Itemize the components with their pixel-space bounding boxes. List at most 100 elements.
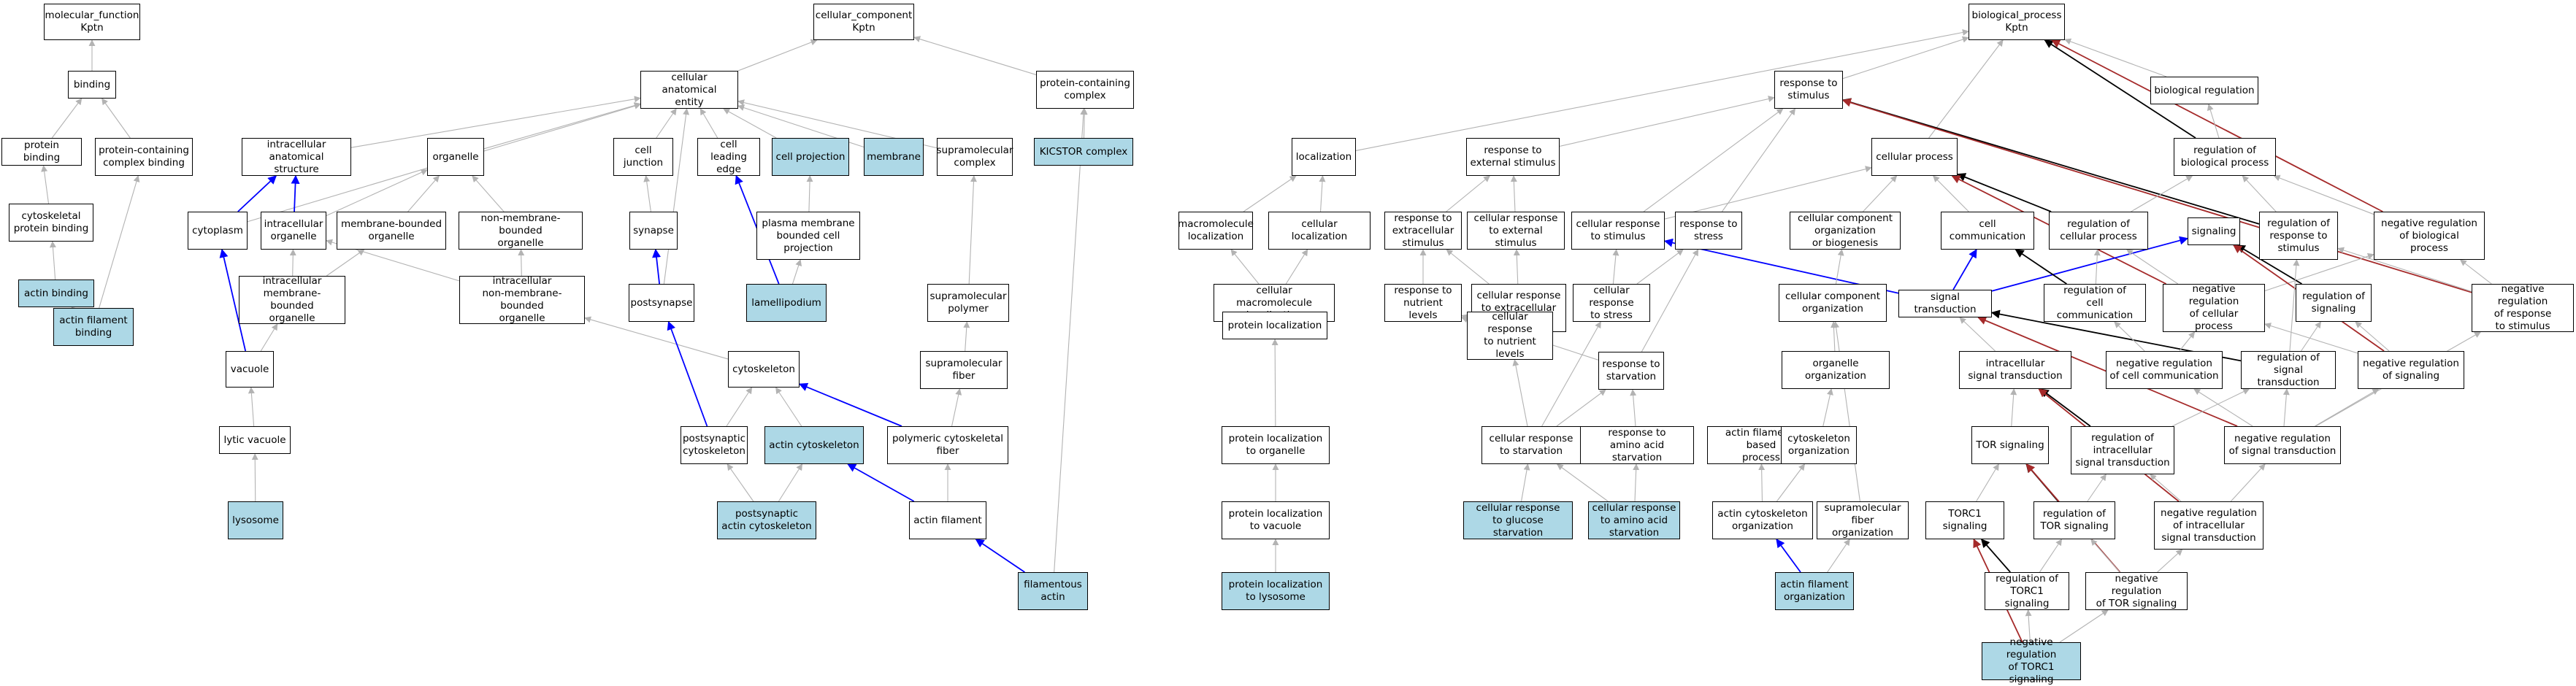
node-protein-localization-lysosome[interactable]: protein localization to lysosome <box>1222 572 1330 610</box>
node-postsynapse[interactable]: postsynapse <box>629 284 694 322</box>
edge-actin-filament-binding-to-pc-complex-binding <box>99 176 139 308</box>
node-protein-localization[interactable]: protein localization <box>1222 312 1327 339</box>
node-cr-aa-starvation[interactable]: cellular response to amino acid starvati… <box>1588 501 1680 539</box>
node-neg-reg-bp[interactable]: negative regulation of biological proces… <box>2374 212 2485 260</box>
node-cc-kptn[interactable]: cellular_component Kptn <box>813 4 914 40</box>
node-response-stress[interactable]: response to stress <box>1675 212 1742 250</box>
node-cr-nutrient-levels[interactable]: cellular response to nutrient levels <box>1467 312 1553 360</box>
node-actin-binding[interactable]: actin binding <box>18 280 94 307</box>
node-intracellular-as[interactable]: intracellular anatomical structure <box>242 138 351 176</box>
node-tor-signaling[interactable]: TOR signaling <box>1971 426 2049 464</box>
node-membrane-bounded-org[interactable]: membrane-bounded organelle <box>337 212 446 250</box>
node-cr-stimulus[interactable]: cellular response to stimulus <box>1571 212 1665 250</box>
node-response-ext-stimulus[interactable]: response to external stimulus <box>1466 138 1560 176</box>
node-protein-localization-vacuole[interactable]: protein localization to vacuole <box>1222 501 1330 539</box>
node-cellular-process[interactable]: cellular process <box>1871 138 1958 176</box>
node-binding[interactable]: binding <box>68 71 116 99</box>
node-cytoskeleton[interactable]: cytoskeleton <box>728 351 800 388</box>
node-response-extracellular-stimulus[interactable]: response to extracellular stimulus <box>1384 212 1462 250</box>
node-neg-reg-response-stimulus[interactable]: negative regulation of response to stimu… <box>2472 284 2574 332</box>
node-supramolecular-fiber-organization[interactable]: supramolecular fiber organization <box>1817 501 1909 539</box>
node-signaling[interactable]: signaling <box>2188 217 2240 245</box>
node-filamentous-actin[interactable]: filamentous actin <box>1018 572 1088 610</box>
node-regulation-tor-signaling[interactable]: regulation of TOR signaling <box>2033 501 2115 539</box>
node-actin-filament[interactable]: actin filament <box>909 501 986 539</box>
node-response-to-stimulus[interactable]: response to stimulus <box>1774 71 1843 109</box>
node-non-membrane-bounded-org[interactable]: non-membrane-bounded organelle <box>459 212 583 250</box>
node-cr-starvation[interactable]: cellular response to starvation <box>1481 426 1581 464</box>
node-biological-regulation[interactable]: biological regulation <box>2150 77 2258 104</box>
node-neg-reg-torc1-signaling[interactable]: negative regulation of TORC1 signaling <box>1982 642 2081 680</box>
node-kicstor[interactable]: KICSTOR complex <box>1034 138 1133 166</box>
node-actin-filament-organization[interactable]: actin filament organization <box>1775 572 1854 610</box>
node-localization[interactable]: localization <box>1292 138 1356 176</box>
node-lytic-vacuole[interactable]: lytic vacuole <box>219 426 291 454</box>
node-cae[interactable]: cellular anatomical entity <box>640 71 738 109</box>
node-actin-cytoskeleton-organization[interactable]: actin cytoskeleton organization <box>1712 501 1813 539</box>
node-protein-binding[interactable]: protein binding <box>1 138 82 166</box>
node-pm-bounded-cp[interactable]: plasma membrane bounded cell projection <box>756 212 860 260</box>
node-cell-communication[interactable]: cell communication <box>1941 212 2034 250</box>
node-intracellular-nmbo[interactable]: intracellular non-membrane-bounded organ… <box>459 276 585 324</box>
node-response-aa-starvation[interactable]: response to amino acid starvation <box>1580 426 1694 464</box>
node-neg-reg-intracellular-st[interactable]: negative regulation of intracellular sig… <box>2154 501 2263 550</box>
node-supramolecular-fiber[interactable]: supramolecular fiber <box>920 351 1008 389</box>
node-cr-glucose-starvation[interactable]: cellular response to glucose starvation <box>1463 501 1573 539</box>
node-neg-reg-signaling[interactable]: negative regulation of signaling <box>2358 351 2464 389</box>
node-postsynaptic-cytoskeleton[interactable]: postsynaptic cytoskeleton <box>681 426 748 464</box>
node-regulation-torc1-signaling[interactable]: regulation of TORC1 signaling <box>1985 572 2069 610</box>
node-pc-complex-binding[interactable]: protein-containing complex binding <box>95 138 193 176</box>
node-neg-reg-cell-communication[interactable]: negative regulation of cell communicatio… <box>2106 351 2223 389</box>
node-vacuole[interactable]: vacuole <box>226 351 274 388</box>
node-regulation-intracellular-st[interactable]: regulation of intracellular signal trans… <box>2071 426 2174 474</box>
node-membrane[interactable]: membrane <box>864 138 924 176</box>
node-intracellular-st[interactable]: intracellular signal transduction <box>1959 351 2071 389</box>
node-cc-organization[interactable]: cellular component organization <box>1779 284 1887 322</box>
node-protein-localization-organelle[interactable]: protein localization to organelle <box>1222 426 1330 464</box>
node-cell-leading-edge[interactable]: cell leading edge <box>697 138 760 176</box>
node-cytoskeleton-organization[interactable]: cytoskeleton organization <box>1781 426 1857 464</box>
node-organelle[interactable]: organelle <box>427 138 484 176</box>
node-intracellular-organelle[interactable]: intracellular organelle <box>261 212 326 250</box>
node-cr-stress[interactable]: cellular response to stress <box>1573 284 1650 322</box>
node-postsynaptic-actin-cs[interactable]: postsynaptic actin cytoskeleton <box>717 501 816 539</box>
node-neg-reg-tor-signaling[interactable]: negative regulation of TOR signaling <box>2085 572 2188 610</box>
node-cell-junction[interactable]: cell junction <box>613 138 673 176</box>
node-polymeric-csf[interactable]: polymeric cytoskeletal fiber <box>887 426 1008 464</box>
node-organelle-organization[interactable]: organelle organization <box>1782 351 1890 389</box>
node-supramolecular-complex[interactable]: supramolecular complex <box>937 138 1013 176</box>
node-cc-organization-biogenesis[interactable]: cellular component organization or bioge… <box>1790 212 1901 250</box>
node-supramolecular-polymer[interactable]: supramolecular polymer <box>927 284 1009 322</box>
node-cellular-localization[interactable]: cellular localization <box>1268 212 1371 250</box>
node-macromolecule-localization[interactable]: macromolecule localization <box>1178 212 1253 250</box>
node-actin-cytoskeleton[interactable]: actin cytoskeleton <box>764 426 864 464</box>
edge-polymeric-csf-to-cytoskeleton <box>800 384 902 426</box>
node-response-nutrient-levels[interactable]: response to nutrient levels <box>1384 284 1462 322</box>
node-regulation-bp[interactable]: regulation of biological process <box>2174 138 2276 176</box>
edge-regulation-cell-communication-to-regulation-cp <box>2096 250 2097 284</box>
node-neg-reg-st[interactable]: negative regulation of signal transducti… <box>2224 426 2341 464</box>
node-response-starvation[interactable]: response to starvation <box>1598 352 1664 390</box>
node-cytoplasm[interactable]: cytoplasm <box>188 212 248 250</box>
node-torc1-signaling[interactable]: TORC1 signaling <box>1925 501 2004 539</box>
node-regulation-cell-communication[interactable]: regulation of cell communication <box>2044 284 2146 322</box>
node-regulation-st[interactable]: regulation of signal transduction <box>2241 351 2336 389</box>
node-pc-complex[interactable]: protein-containing complex <box>1036 71 1134 109</box>
node-cell-projection[interactable]: cell projection <box>772 138 849 176</box>
edge-membrane-bounded-org-to-organelle <box>408 176 440 212</box>
node-cr-external-stimulus[interactable]: cellular response to external stimulus <box>1467 212 1565 250</box>
node-cytoskeletal-pb[interactable]: cytoskeletal protein binding <box>9 204 93 242</box>
node-bp-kptn[interactable]: biological_process Kptn <box>1969 4 2065 40</box>
edge-neg-reg-signaling-to-neg-reg-cp <box>2265 324 2358 353</box>
node-signal-transduction[interactable]: signal transduction <box>1898 290 1992 317</box>
node-actin-filament-binding[interactable]: actin filament binding <box>53 308 134 346</box>
node-intracellular-mbo[interactable]: intracellular membrane-bounded organelle <box>239 276 345 324</box>
node-regulation-cp[interactable]: regulation of cellular process <box>2049 212 2148 250</box>
node-synapse[interactable]: synapse <box>629 212 678 250</box>
node-neg-reg-cp[interactable]: negative regulation of cellular process <box>2163 284 2265 332</box>
node-lamellipodium[interactable]: lamellipodium <box>746 284 827 322</box>
node-regulation-response-stimulus[interactable]: regulation of response to stimulus <box>2259 212 2338 260</box>
node-lysosome[interactable]: lysosome <box>228 501 283 539</box>
node-regulation-signaling[interactable]: regulation of signaling <box>2296 284 2372 322</box>
node-mf-kptn[interactable]: molecular_function Kptn <box>44 4 140 40</box>
